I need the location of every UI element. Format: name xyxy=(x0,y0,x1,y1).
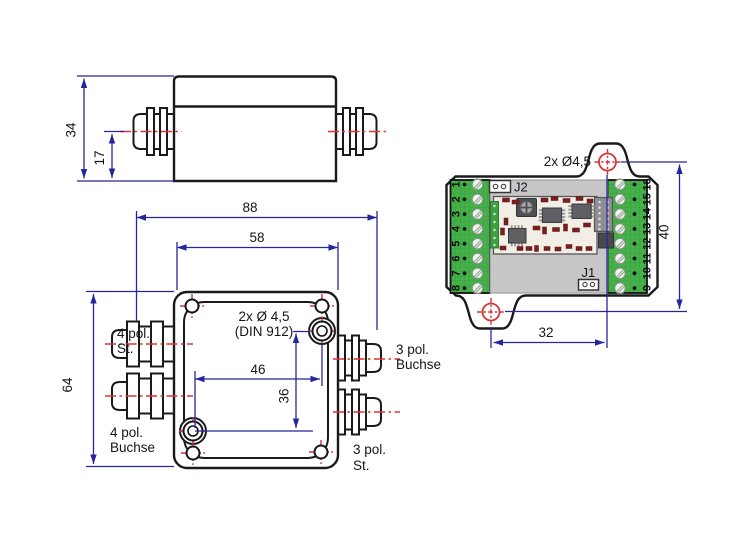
dim-text-36: 36 xyxy=(277,388,292,403)
label-3pol-st-line1: 3 pol. xyxy=(353,442,386,457)
dim-text-88: 88 xyxy=(242,200,257,215)
terminal-rows-right: 16 15 14 13 12 11 10 9 xyxy=(613,178,654,295)
screw-terminal xyxy=(471,252,484,265)
terminal-number: 3 xyxy=(451,211,463,217)
screw-terminal xyxy=(613,193,627,206)
label-4pol-st-line2: St. xyxy=(117,341,134,356)
trimmer-potentiometer xyxy=(516,198,537,217)
pcb-board xyxy=(490,195,614,255)
top-view: 88 58 64 46 36 xyxy=(60,200,441,473)
screw-terminal xyxy=(613,252,627,265)
terminal-number: 9 xyxy=(642,285,654,291)
screw-terminal xyxy=(471,237,484,250)
terminal-number: 15 xyxy=(642,193,654,205)
screw-terminal xyxy=(613,222,627,235)
dimension-34: 34 xyxy=(64,75,174,182)
pcb-connector-dark xyxy=(598,232,614,249)
dimension-58: 58 xyxy=(176,230,339,290)
screw-terminal xyxy=(613,178,627,191)
terminal-number: 5 xyxy=(451,241,463,247)
dim-text-46: 46 xyxy=(250,362,265,377)
terminal-number: 6 xyxy=(451,255,463,261)
terminal-number: 10 xyxy=(642,267,654,279)
dimension-17: 17 xyxy=(92,130,124,178)
dim-text-58: 58 xyxy=(249,230,264,245)
jumper-j2: J2 xyxy=(488,180,528,195)
terminal-number: 7 xyxy=(451,270,463,276)
screw-note-line1: 2x Ø 4,5 xyxy=(238,309,289,324)
dimension-40: 40 xyxy=(505,161,687,313)
screw-terminal xyxy=(613,282,627,295)
dimension-64: 64 xyxy=(60,290,174,468)
screw-terminal xyxy=(613,237,627,250)
terminal-number: 16 xyxy=(642,178,654,190)
screw-note-line2: (DIN 912) xyxy=(235,324,294,339)
pcb-header-left xyxy=(490,201,499,249)
label-3pol-st-line2: St. xyxy=(353,458,370,473)
dim-text-34: 34 xyxy=(64,122,79,138)
label-3pol-buchse-line2: Buchse xyxy=(396,357,441,372)
enclosure-body-side xyxy=(172,75,338,183)
screw-terminal xyxy=(471,267,484,280)
terminal-number: 12 xyxy=(642,238,654,250)
screw-terminal xyxy=(471,208,484,221)
terminal-number: 2 xyxy=(451,196,463,202)
jumper-j2-label: J2 xyxy=(514,180,528,195)
screw-terminal xyxy=(471,282,484,295)
screw-terminal xyxy=(471,193,484,206)
terminal-rows-left: 1 2 3 4 5 6 7 8 xyxy=(451,178,484,295)
screw-terminal xyxy=(471,178,484,191)
dimension-32: 32 xyxy=(490,175,608,348)
side-view: 34 17 xyxy=(64,75,389,183)
screw-terminal xyxy=(471,222,484,235)
terminal-number: 11 xyxy=(642,253,654,265)
label-4pol-st-line1: 4 pol. xyxy=(117,326,150,341)
ic-chip-3 xyxy=(508,225,527,247)
mounting-hole-bottom xyxy=(477,298,505,326)
terminal-number: 4 xyxy=(451,225,463,232)
pcb-header-right xyxy=(593,196,614,233)
dim-text-40: 40 xyxy=(657,224,672,239)
ic-chip-1 xyxy=(538,207,566,223)
dimension-88: 88 xyxy=(135,200,378,330)
pcb-components xyxy=(499,196,594,252)
dim-text-64: 64 xyxy=(60,377,75,393)
screw-terminal xyxy=(613,267,627,280)
mounting-hole-top xyxy=(594,149,621,175)
ic-chip-2 xyxy=(568,203,595,219)
terminal-number: 14 xyxy=(642,207,654,220)
cable-gland-3pol-buchse xyxy=(337,334,382,382)
dim-text-32: 32 xyxy=(538,325,553,340)
pcb-hole-note: 2x Ø4,5 xyxy=(544,154,591,169)
jumper-j1: J1 xyxy=(577,265,600,291)
pcb-view: J2 J1 1 2 3 4 5 6 7 8 xyxy=(445,142,687,348)
dimension-36: 36 xyxy=(195,333,313,432)
label-3pol-buchse-line1: 3 pol. xyxy=(396,342,429,357)
label-4pol-buchse-line2: Buchse xyxy=(110,440,155,455)
terminal-number: 8 xyxy=(451,285,463,291)
terminal-number: 1 xyxy=(451,181,463,187)
jumper-j1-label: J1 xyxy=(582,265,596,280)
screw-note: 2x Ø 4,5 (DIN 912) xyxy=(235,309,310,339)
dim-text-17: 17 xyxy=(92,150,107,165)
label-4pol-buchse-line1: 4 pol. xyxy=(110,425,143,440)
screw-terminal xyxy=(613,208,627,221)
terminal-number: 13 xyxy=(642,223,654,235)
